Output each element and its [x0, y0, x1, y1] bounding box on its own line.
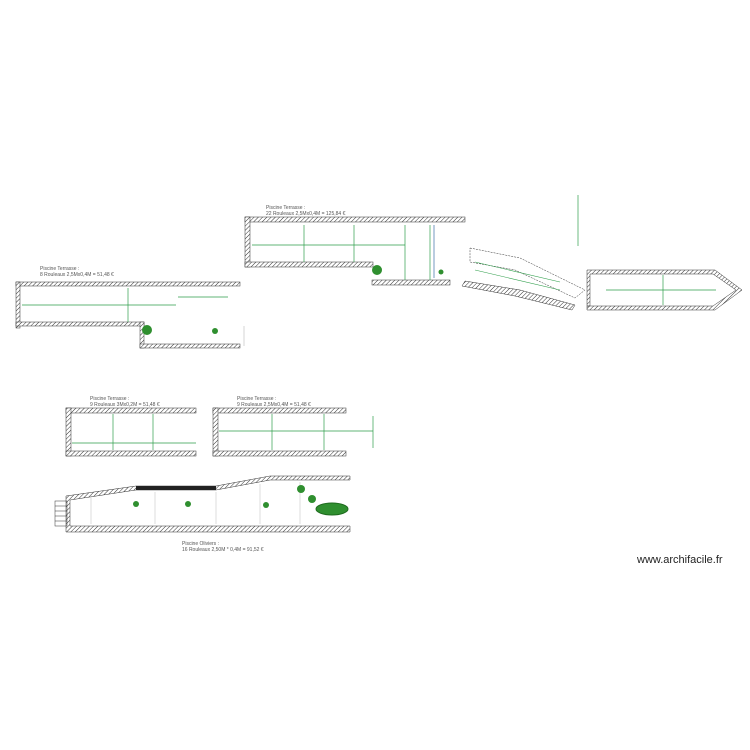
plan-terrasse-top: Piscine Terrasse : 22 Rouleaux 2,5Mx0,4M… — [244, 195, 743, 311]
plan-terrasse-mid-right: Piscine Terrasse : 9 Rouleaux 2,5Mx0,4M … — [212, 396, 374, 457]
plant-icon — [372, 265, 382, 275]
roll-lines — [252, 225, 431, 280]
plant-icon — [185, 501, 191, 507]
plant-icon — [212, 328, 218, 334]
plan-terrasse-left: Piscine Terrasse : 8 Rouleaux 2,5Mx0,4M … — [15, 266, 245, 349]
plant-icon — [297, 485, 305, 493]
plan-title: Piscine Terrasse : — [40, 266, 79, 272]
angled-walkway — [461, 247, 586, 311]
hatched-walls — [65, 475, 351, 533]
plant-icon — [133, 501, 139, 507]
plan-title: Piscine Oliviers : — [182, 541, 219, 547]
roll-lines — [219, 414, 374, 450]
roll-lines — [22, 288, 228, 322]
steps-icon — [54, 500, 68, 527]
plant-icon — [142, 325, 152, 335]
roll-lines — [72, 414, 196, 450]
watermark-text: www.archifacile.fr — [636, 554, 723, 566]
plan-title: Piscine Terrasse : — [266, 205, 305, 211]
shrub-cluster-icon — [315, 502, 349, 516]
plan-piscine-oliviers: Piscine Oliviers : 16 Rouleaux 2,50M * 0… — [54, 475, 351, 553]
black-slab — [136, 486, 216, 490]
hatched-walls — [15, 281, 241, 349]
plan-title: Piscine Terrasse : — [90, 396, 129, 402]
plan-terrasse-mid-left: Piscine Terrasse : 9 Rouleaux 3Mx0,2M = … — [65, 396, 197, 457]
plan-detail: 8 Rouleaux 2,5Mx0,4M = 51,48 € — [40, 272, 114, 278]
hatched-walls — [65, 407, 197, 457]
plan-detail: 22 Rouleaux 2,5Mx0,4M = 125,84 € — [266, 211, 346, 217]
plant-icon — [438, 269, 444, 275]
hatched-walls — [212, 407, 347, 457]
plan-detail: 9 Rouleaux 3Mx0,2M = 51,48 € — [90, 402, 160, 408]
plan-detail: 16 Rouleaux 2,50M * 0,4M = 91,52 € — [182, 547, 264, 553]
arrow-bed — [586, 269, 743, 311]
plan-detail: 9 Rouleaux 2,5Mx0,4M = 51,48 € — [237, 402, 311, 408]
plant-icon — [308, 495, 316, 503]
plant-icon — [263, 502, 269, 508]
plan-title: Piscine Terrasse : — [237, 396, 276, 402]
hatched-walls — [244, 216, 466, 286]
